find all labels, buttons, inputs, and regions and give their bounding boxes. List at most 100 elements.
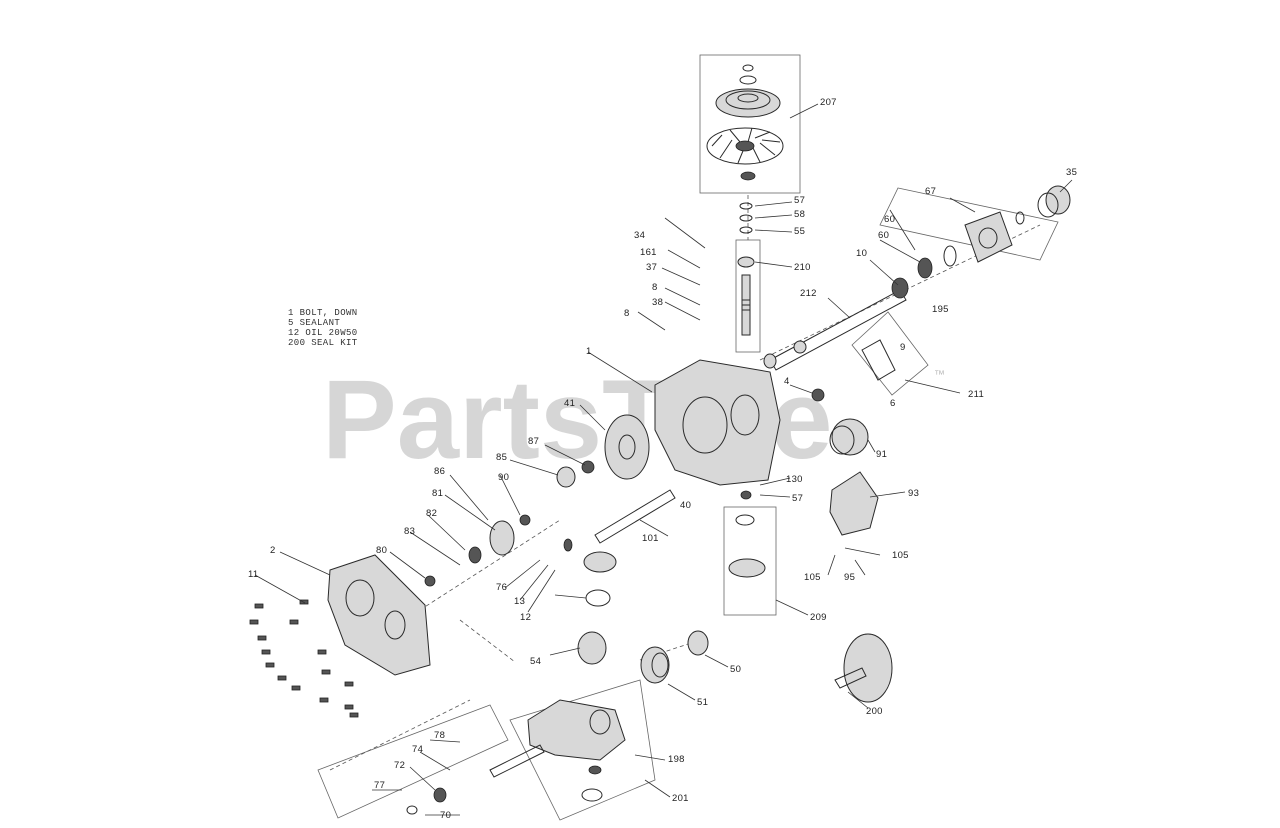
callout-105b: 105 <box>804 572 821 583</box>
callout-95: 95 <box>844 572 855 583</box>
callout-207: 207 <box>820 97 837 108</box>
watermark-trademark: ™ <box>934 369 945 381</box>
bolt <box>344 681 354 687</box>
bolt <box>319 697 329 703</box>
callout-78: 78 <box>434 730 445 741</box>
leader-58 <box>754 214 793 219</box>
leader-130 <box>759 477 791 486</box>
motor-block-91 <box>831 418 869 456</box>
callout-8b: 8 <box>624 308 630 319</box>
side-cover-assembly <box>249 554 436 718</box>
callout-210: 210 <box>794 262 811 273</box>
callout-80: 80 <box>376 545 387 556</box>
bolt <box>291 685 301 691</box>
bushing-part <box>763 353 777 369</box>
leader-81 <box>444 494 496 531</box>
fan-hub <box>735 140 755 152</box>
leader-211 <box>904 379 961 394</box>
callout-2: 2 <box>270 545 276 556</box>
callout-93: 93 <box>908 488 919 499</box>
leader-11 <box>254 574 306 604</box>
leader-87 <box>544 444 586 466</box>
leader-lines <box>254 103 1073 816</box>
leader-161 <box>667 249 701 269</box>
bearing-195 <box>1045 185 1071 215</box>
washer-87 <box>581 460 595 474</box>
leader-195a <box>1059 179 1073 193</box>
callout-38: 38 <box>652 297 663 308</box>
leader-201 <box>644 779 671 798</box>
callout-85: 85 <box>496 452 507 463</box>
bolts-11 <box>249 599 359 718</box>
bolt <box>261 649 271 655</box>
center-section-198 <box>527 699 626 761</box>
callout-11: 11 <box>248 569 258 580</box>
lower-assemblies <box>406 471 893 815</box>
centerline-3 <box>329 699 471 771</box>
callout-72: 72 <box>394 760 405 771</box>
leader-8a <box>664 287 701 306</box>
bearing-60 <box>917 257 933 279</box>
hub-shaft <box>834 667 867 689</box>
leader-209 <box>554 594 587 599</box>
washer-small <box>1015 211 1025 225</box>
leader-2 <box>279 551 331 576</box>
leader-95 <box>854 559 866 576</box>
leader-41 <box>579 404 606 431</box>
legend: 1 BOLT, DOWN 5 SEALANT 12 OIL 20W50 200 … <box>288 308 358 348</box>
bearing-10 <box>891 277 909 299</box>
leader-101 <box>639 519 669 537</box>
ring-60 <box>943 245 957 267</box>
callout-35: 35 <box>1066 167 1077 178</box>
leader-86 <box>449 474 489 521</box>
bypass-box <box>851 311 929 396</box>
leader-90 <box>499 474 521 516</box>
bearing-72 <box>433 787 447 803</box>
washer-80 <box>424 575 436 587</box>
seal-4 <box>811 388 825 402</box>
callout-55: 55 <box>794 226 805 237</box>
bolt <box>349 712 359 718</box>
hub-200 <box>843 633 893 703</box>
seal-57b <box>735 514 755 526</box>
callout-60a: 60 <box>884 214 895 225</box>
callout-4: 4 <box>784 376 790 387</box>
fan-blades <box>711 127 781 164</box>
leader-91 <box>867 439 876 453</box>
callout-34: 34 <box>634 230 645 241</box>
leader-57a <box>754 201 793 207</box>
callout-70: 70 <box>440 810 451 821</box>
main-housing-assembly <box>468 359 781 665</box>
seal-130 <box>740 490 752 500</box>
callout-105a: 105 <box>892 550 909 561</box>
pulley-part <box>715 88 781 118</box>
charge-pump-box <box>723 506 777 616</box>
charge-pump-body <box>728 558 766 578</box>
leader-209-pump <box>775 599 809 616</box>
callout-51: 51 <box>697 697 708 708</box>
side-cover-2 <box>327 554 431 676</box>
leader-51 <box>667 683 696 701</box>
bolt <box>289 619 299 625</box>
callout-91: 91 <box>876 449 887 460</box>
leader-1 <box>587 351 653 393</box>
callout-83: 83 <box>404 526 415 537</box>
bolt <box>249 619 259 625</box>
washer-part <box>739 75 757 85</box>
pinion-83 <box>468 546 482 564</box>
bolt <box>277 675 287 681</box>
gear-81 <box>489 520 515 556</box>
fan-nut <box>740 171 756 181</box>
callout-130: 130 <box>786 474 803 485</box>
flange-hub <box>978 227 998 249</box>
callout-50: 50 <box>730 664 741 675</box>
legend-line-3: 12 OIL 20W50 <box>288 328 358 338</box>
callout-211: 211 <box>968 389 984 400</box>
callout-60b: 60 <box>878 230 889 241</box>
callout-58: 58 <box>794 209 805 220</box>
housing-bore-2 <box>730 394 760 436</box>
callout-87: 87 <box>528 436 539 447</box>
callout-10: 10 <box>856 248 867 259</box>
leader-78 <box>429 739 461 743</box>
